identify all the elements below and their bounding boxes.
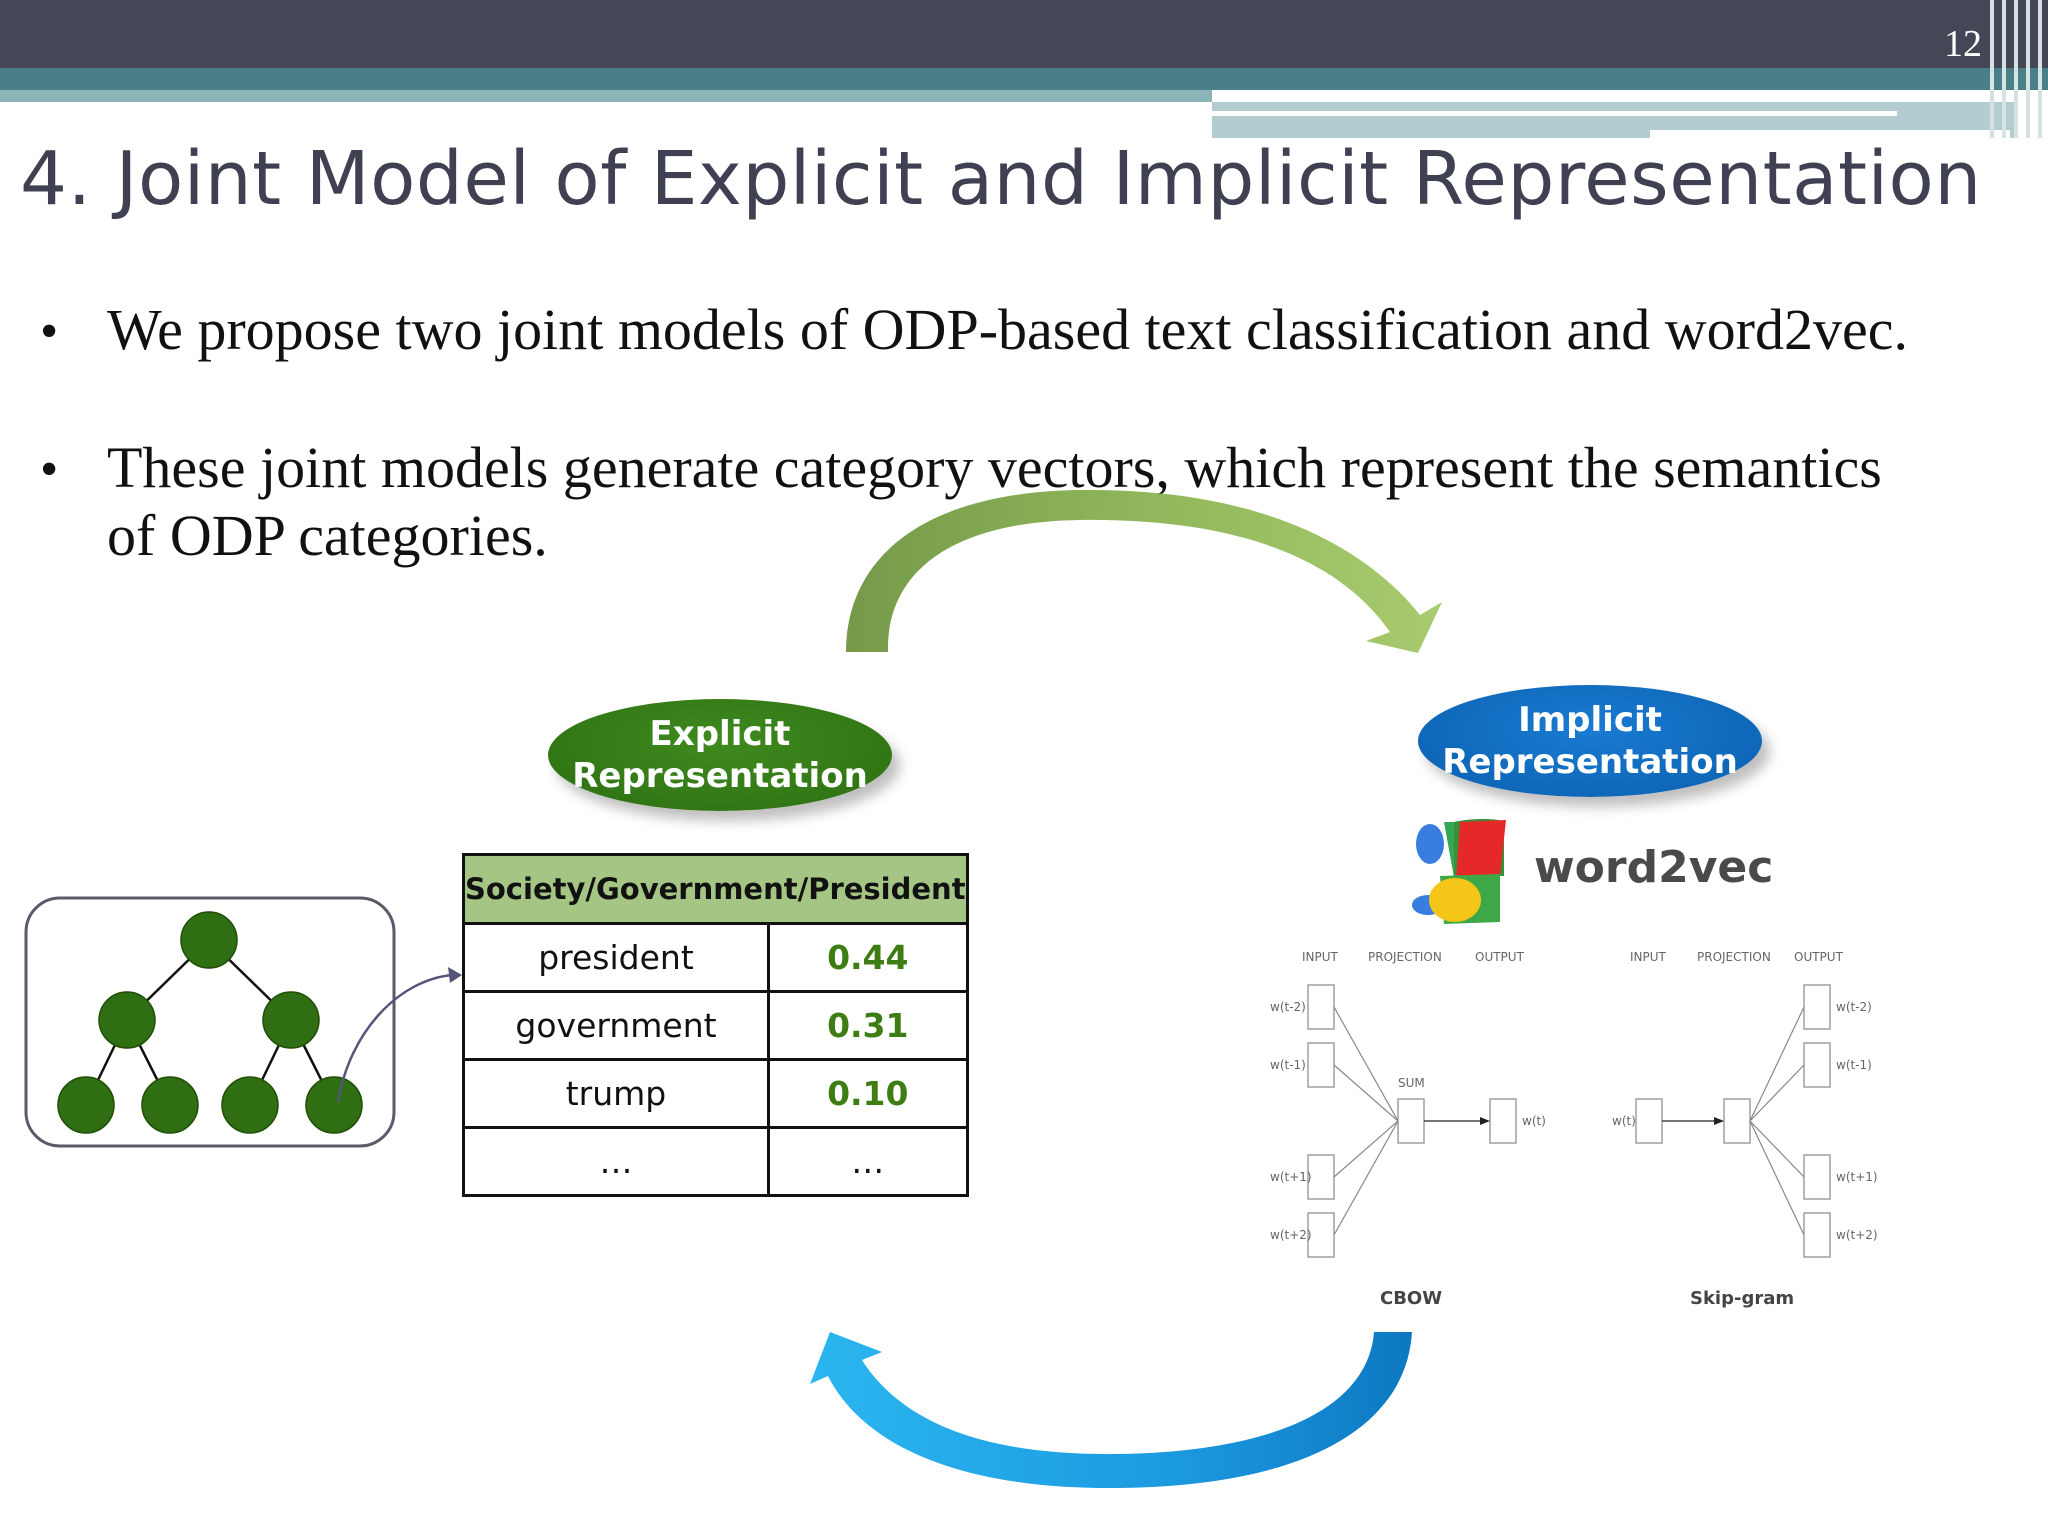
implicit-label-line2: Representation — [1442, 742, 1738, 782]
green-curved-arrow-icon — [846, 489, 1442, 653]
implicit-representation-label: Implicit Representation — [1418, 685, 1762, 797]
skipgram-output-box — [1803, 1212, 1831, 1258]
bullet-marker: • — [40, 303, 59, 360]
table-row: president 0.44 — [462, 922, 969, 993]
skipgram-header-projection: PROJECTION — [1697, 950, 1771, 964]
bullet-1: We propose two joint models of ODP-based… — [107, 297, 1908, 362]
table-cell-word: government — [462, 990, 770, 1061]
header-vertical-stripe — [2038, 0, 2042, 138]
tree-node — [141, 1076, 199, 1134]
cbow-header-projection: PROJECTION — [1368, 950, 1442, 964]
tree-node — [221, 1076, 279, 1134]
cbow-header-input: INPUT — [1302, 950, 1338, 964]
connector-arrow — [336, 973, 453, 1103]
tree-node — [180, 911, 238, 969]
skipgram-output-box — [1803, 1042, 1831, 1088]
cbow-input-box — [1307, 1212, 1335, 1258]
table-row: … … — [462, 1126, 969, 1197]
cbow-diagram — [1307, 984, 1517, 1258]
skipgram-output-box — [1803, 1154, 1831, 1200]
skipgram-diagram — [1635, 984, 1831, 1258]
skipgram-projection-box — [1723, 1098, 1751, 1144]
skipgram-output-label: w(t+2) — [1836, 1228, 1878, 1242]
header-vertical-stripe — [2026, 0, 2030, 138]
tree-nodes — [57, 911, 363, 1134]
skipgram-output-box — [1803, 984, 1831, 1030]
cbow-input-box — [1307, 984, 1335, 1030]
cbow-input-box — [1307, 1154, 1335, 1200]
table-cell-word: … — [462, 1126, 770, 1197]
skipgram-caption: Skip-gram — [1690, 1288, 1795, 1309]
cbow-input-label: w(t+2) — [1270, 1228, 1312, 1242]
skipgram-input-label: w(t) — [1612, 1114, 1636, 1128]
header-vertical-stripe — [2014, 0, 2018, 138]
tree-node — [262, 991, 320, 1049]
bullet-marker: • — [40, 441, 59, 498]
skipgram-input-box — [1635, 1098, 1663, 1144]
page-number: 12 — [1944, 23, 1982, 65]
cbow-caption: CBOW — [1380, 1288, 1443, 1309]
header-bar — [0, 0, 2048, 68]
table-cell-value: 0.44 — [767, 922, 969, 993]
cbow-header-output: OUTPUT — [1475, 950, 1524, 964]
table-cell-word: president — [462, 922, 770, 993]
implicit-label-line1: Implicit — [1518, 700, 1662, 740]
skipgram-header-output: OUTPUT — [1794, 950, 1843, 964]
table-row: trump 0.10 — [462, 1058, 969, 1129]
cbow-input-box — [1307, 1042, 1335, 1088]
header-vertical-stripe — [2002, 0, 2006, 138]
cbow-projection-label: SUM — [1398, 1076, 1425, 1090]
header-white-strip — [1212, 111, 1897, 116]
table-cell-word: trump — [462, 1058, 770, 1129]
category-tree-diagram — [24, 896, 462, 1148]
explicit-representation-label: Explicit Representation — [548, 699, 892, 811]
blue-curved-arrow-icon — [810, 1332, 1412, 1489]
table-header: Society/Government/President — [462, 853, 969, 925]
connector-arrowhead-icon — [448, 967, 462, 983]
skipgram-header-input: INPUT — [1630, 950, 1666, 964]
header-white-strip-lower — [1650, 130, 2010, 138]
tree-frame — [24, 896, 396, 1148]
table-header-row: Society/Government/President — [462, 853, 969, 925]
table-cell-value: … — [767, 1126, 969, 1197]
word2vec-label: word2vec — [1534, 842, 1774, 893]
header-teal-band-light — [0, 90, 1212, 102]
cbow-projection-box — [1397, 1098, 1425, 1144]
cbow-input-label: w(t+1) — [1270, 1170, 1312, 1184]
tree-node — [305, 1076, 363, 1134]
cbow-output-box — [1489, 1098, 1517, 1144]
cbow-input-label: w(t-2) — [1270, 1000, 1306, 1014]
word2vec-logo-icon — [1412, 819, 1506, 924]
skipgram-output-label: w(t-2) — [1836, 1000, 1872, 1014]
cbow-input-label: w(t-1) — [1270, 1058, 1306, 1072]
tree-node — [57, 1076, 115, 1134]
header-vertical-stripe — [1990, 0, 1994, 138]
category-vector-table: Society/Government/President president 0… — [462, 853, 969, 1197]
skipgram-output-label: w(t+1) — [1836, 1170, 1878, 1184]
header-teal-band — [0, 68, 2048, 90]
bullet-2-line-1: These joint models generate category vec… — [107, 435, 1882, 500]
table-cell-value: 0.10 — [767, 1058, 969, 1129]
skipgram-output-label: w(t-1) — [1836, 1058, 1872, 1072]
table-row: government 0.31 — [462, 990, 969, 1061]
tree-node — [98, 991, 156, 1049]
slide-title: 4. Joint Model of Explicit and Implicit … — [20, 136, 1982, 222]
table-cell-value: 0.31 — [767, 990, 969, 1061]
cbow-output-label: w(t) — [1522, 1114, 1546, 1128]
explicit-label-line2: Representation — [572, 756, 868, 796]
explicit-label-line1: Explicit — [649, 714, 791, 754]
bullet-2-line-2: of ODP categories. — [107, 503, 548, 568]
